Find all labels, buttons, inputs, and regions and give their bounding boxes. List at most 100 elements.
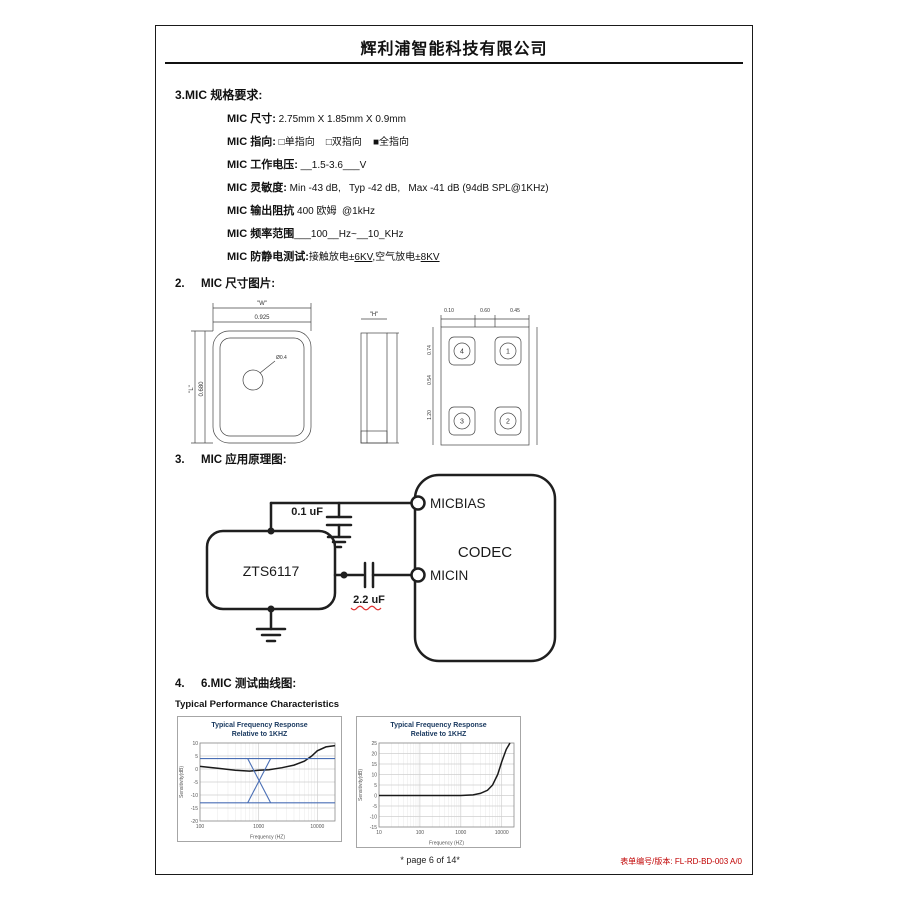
pad-4 — [448, 336, 476, 366]
dimension-lines — [361, 318, 399, 444]
pad-dim-top-1: 0.10 — [444, 308, 454, 314]
x-tick-label: 1000 — [253, 824, 264, 830]
pad-2-circle — [499, 412, 517, 430]
x-tick-label: 10000 — [310, 824, 324, 830]
y-tick-label: -15 — [370, 825, 377, 831]
y-tick-label: 10 — [192, 741, 198, 747]
cap1-label: 0.1 uF — [291, 506, 323, 518]
height-dim: 0.680 — [199, 381, 205, 397]
spec-value-underlined: 8KV — [420, 252, 440, 263]
y-tick-label: -10 — [191, 793, 198, 799]
y-tick-label: -10 — [370, 814, 377, 820]
document-header: 辉利浦智能科技有限公司 — [165, 26, 743, 64]
leader-line — [259, 360, 276, 374]
dimension-lines — [191, 303, 312, 444]
pad-1 — [494, 336, 522, 366]
series-response — [379, 742, 511, 797]
drawing-labels: "W" 0.925 0.680 "L" Ø0.4 "H" 0.10 0.60 0… — [189, 301, 520, 426]
y-tick-label: 25 — [371, 741, 377, 747]
spec-value: □单指向 □双指向 ■全指向 — [275, 137, 410, 148]
section-label: MIC 应用原理图: — [201, 454, 287, 466]
document-page: 辉利浦智能科技有限公司 3.MIC 规格要求: MIC 尺寸: 2.75mm X… — [155, 25, 753, 875]
micbias-label: MICBIAS — [430, 496, 486, 511]
mic-dimension-drawing: "W" 0.925 0.680 "L" Ø0.4 "H" 0.10 0.60 0… — [189, 301, 538, 446]
h-label: "H" — [370, 312, 379, 318]
micin-label: MICIN — [430, 568, 468, 583]
pad-number-1: 1 — [506, 349, 510, 356]
spec-label: MIC 指向: — [227, 136, 276, 148]
x-axis-label: Frequency (HZ) — [429, 841, 464, 847]
junction-dots — [267, 527, 348, 613]
y-axis-label: Sensitivity(dB) — [179, 766, 185, 798]
pad-number-4: 4 — [460, 349, 464, 356]
ic-label: ZTS6117 — [243, 563, 300, 579]
spec-row-frequency-range: MIC 频率范围___100__Hz~__10_KHz — [227, 223, 738, 246]
spec-value: ___100__Hz~__10_KHz — [294, 229, 404, 240]
x-tick-label: 1000 — [455, 830, 466, 836]
plot-border — [199, 742, 336, 822]
ground-symbol — [255, 627, 287, 643]
section-number: 3. — [175, 454, 185, 466]
x-tick-label: 10 — [376, 830, 382, 836]
page-number: * page 6 of 14* — [400, 855, 460, 865]
y-tick-label: 0 — [195, 767, 198, 773]
section-number: 2. — [175, 278, 185, 290]
w-label: "W" — [257, 301, 267, 307]
spec-list: MIC 尺寸: 2.75mm X 1.85mm X 0.9mm MIC 指向: … — [175, 108, 738, 269]
spec-label: MIC 输出阻抗 — [227, 205, 295, 217]
schematic-shapes — [205, 473, 557, 663]
document-content: 3.MIC 规格要求: MIC 尺寸: 2.75mm X 1.85mm X 0.… — [156, 86, 752, 848]
pad-2 — [494, 406, 522, 436]
port-dim: Ø0.4 — [276, 355, 287, 361]
pad-3-circle — [453, 412, 471, 430]
spec-row-esd: MIC 防静电测试:接触放电±6KV,空气放电±8KV — [227, 246, 738, 269]
section-label: MIC 尺寸图片: — [201, 278, 276, 290]
pad-3 — [448, 406, 476, 436]
pad-number-3: 3 — [460, 419, 464, 426]
pad-dim-left-2: 0.54 — [427, 375, 433, 385]
spec-label: MIC 尺寸: — [227, 113, 276, 125]
sound-port-hole — [242, 369, 264, 391]
spellcheck-underline — [350, 605, 382, 611]
section-heading-spec: 3.MIC 规格要求: — [175, 88, 263, 102]
pad-number-2: 2 — [506, 419, 510, 426]
spec-row-sensitivity: MIC 灵敏度: Min -43 dB, Typ -42 dB, Max -41… — [227, 177, 738, 200]
section-label: 6.MIC 测试曲线图: — [201, 678, 297, 690]
mic-application-schematic: ZTS6117 CODEC MICBIAS MICIN 0.1 uF 2.2 u… — [205, 473, 557, 663]
chart-title: Typical Frequency Response — [390, 722, 486, 729]
section-heading-test-curves: 4. 6.MIC 测试曲线图: — [175, 675, 738, 691]
spec-value: 2.75mm X 1.85mm X 0.9mm — [275, 114, 406, 125]
y-axis-label: Sensitivity(dB) — [358, 769, 364, 801]
codec-label: CODEC — [458, 544, 512, 561]
micin-terminal — [410, 567, 426, 583]
document-footer: * page 6 of 14* 表单编号/版本: FL-RD-BD-003 A/… — [156, 855, 752, 869]
micbias-terminal — [410, 495, 426, 511]
series-response — [199, 744, 336, 772]
mic-side-base — [360, 430, 388, 444]
x-tick-label: 10000 — [495, 830, 509, 836]
chart-subtitle: Relative to 1KHZ — [232, 731, 288, 738]
x-axis-label: Frequency (HZ) — [250, 835, 285, 841]
spec-value: 接触放电± — [308, 252, 355, 263]
y-tick-label: -5 — [373, 804, 378, 810]
spec-value: Min -43 dB, Typ -42 dB, Max -41 dB (94dB… — [286, 183, 549, 194]
mic-side-outline — [360, 332, 388, 444]
form-number: 表单编号/版本: FL-RD-BD-003 A/0 — [620, 857, 742, 866]
pad-layout-view — [432, 315, 538, 446]
dimension-lines — [432, 315, 538, 445]
cap2-label: 2.2 uF — [353, 594, 385, 606]
pad-dim-top-2: 0.60 — [480, 308, 490, 314]
y-tick-label: 5 — [195, 754, 198, 760]
section-number: 4. — [175, 678, 185, 690]
spec-label: MIC 工作电压: — [227, 159, 298, 171]
y-tick-label: -20 — [191, 819, 198, 825]
y-tick-label: -5 — [194, 780, 199, 786]
mic-top-outline — [212, 330, 312, 444]
spec-value: __1.5-3.6___V — [297, 160, 367, 171]
spec-label: MIC 防静电测试: — [227, 251, 309, 263]
pad-dim-top-3: 0.45 — [510, 308, 520, 314]
spec-value-underlined: 6KV — [354, 252, 373, 263]
chart-subtitle: Relative to 1KHZ — [411, 731, 467, 738]
